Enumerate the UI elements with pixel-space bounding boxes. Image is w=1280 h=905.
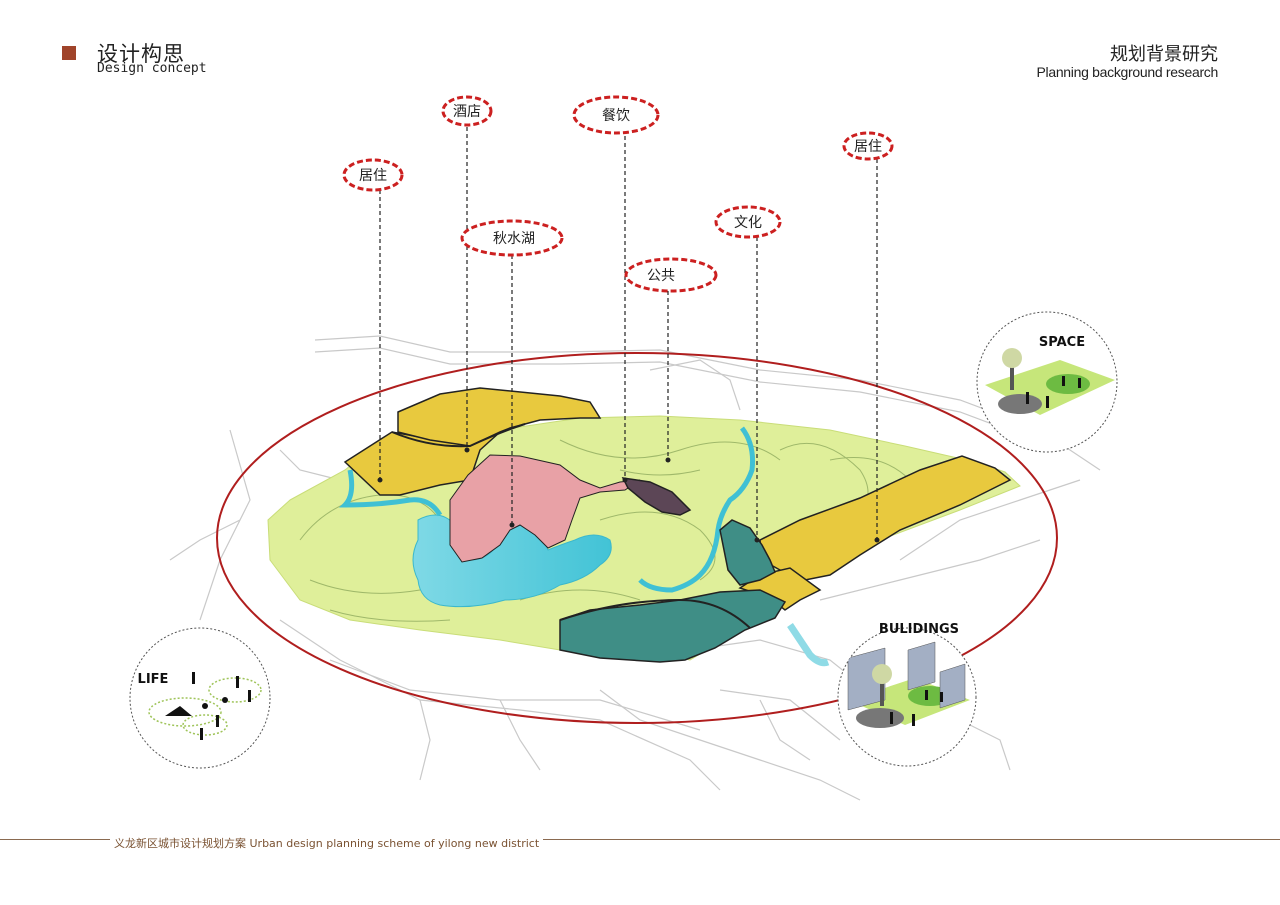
- zone-public-south: [559, 589, 787, 663]
- leader-endpoints: [377, 447, 880, 543]
- footer-divider: [0, 839, 1280, 840]
- zone-culture: [719, 519, 776, 586]
- callout-life-title: LIFE: [138, 672, 169, 687]
- focus-ellipse: [216, 352, 1058, 724]
- callout-life: LIFE: [129, 627, 271, 769]
- footer-caption: 义龙新区城市设计规划方案 Urban design planning schem…: [110, 835, 544, 851]
- label-rings: [342, 95, 894, 293]
- callout-buildings-title: BULIDINGS: [879, 622, 959, 637]
- callout-buildings: BULIDINGS: [837, 622, 977, 767]
- section-title: 规划背景研究: [1110, 44, 1218, 65]
- section-subtitle: Planning background research: [1036, 64, 1218, 80]
- stream-east: [638, 426, 755, 593]
- label-lake: 秋水湖: [493, 231, 535, 247]
- zone-residential-n: [397, 387, 602, 447]
- zone-hotel: [449, 454, 641, 563]
- label-hotel: 酒店: [453, 104, 481, 120]
- label-texts: 酒店 餐饮 居住 居住 秋水湖 文化 公共: [359, 104, 882, 284]
- label-culture: 文化: [734, 215, 762, 231]
- page-subtitle: Design concept: [97, 61, 207, 76]
- label-residence-right: 居住: [854, 139, 882, 155]
- zone-dining: [621, 477, 692, 516]
- label-public: 公共: [647, 268, 675, 284]
- stream-west: [338, 469, 443, 517]
- label-residence-left: 居住: [359, 168, 387, 184]
- callout-space-title: SPACE: [1039, 335, 1085, 350]
- page-title: 设计构思: [97, 42, 185, 66]
- site-road-north: [391, 423, 526, 448]
- stream-south: [787, 623, 830, 667]
- label-dining: 餐饮: [602, 108, 630, 124]
- callout-space: SPACE: [976, 311, 1118, 453]
- site-road-south: [559, 598, 751, 629]
- leader-lines: [379, 127, 878, 540]
- section-marker: [62, 46, 76, 60]
